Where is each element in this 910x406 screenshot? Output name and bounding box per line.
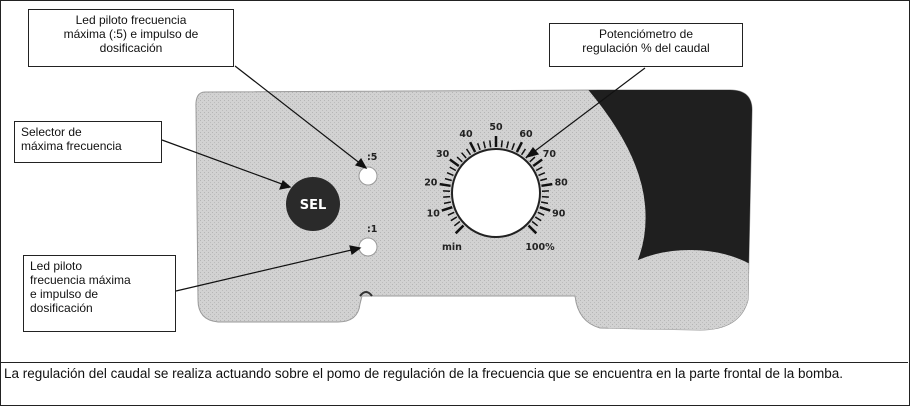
dial-tick [529,156,536,163]
dial-tick [531,220,539,227]
dial-tick [506,141,510,149]
arrowhead-led-1 [349,245,362,256]
leader-selector [161,139,291,188]
dial-tick [540,177,548,182]
dial-tick [461,152,467,159]
dial-tick [447,211,455,216]
callout-led-1: Led piloto frecuencia máxima e impulso d… [23,255,176,332]
dial-scale-label: 70 [543,149,557,160]
dial-tick [489,140,492,148]
dial-tick [482,141,486,149]
dial-scale-label: 90 [552,208,566,219]
callout-selector-line-1: Selector de [21,125,82,139]
dial-scale: 10 20 30 40 50 60 70 80 90 [424,122,569,235]
dial-scale-label: 20 [424,178,438,189]
dial-tick [539,206,551,212]
dial-tick [541,182,553,188]
dial-scale-label: 60 [519,129,533,140]
leader-potentiometer [526,67,646,158]
callout-led-1-line-2: frecuencia máxima [30,273,131,287]
callout-potentiometer-line-2: regulación % del caudal [582,41,710,55]
led-max-frequency [358,166,378,186]
callout-led-max-line-3: dosificación [99,41,163,55]
callout-led-max-line-2: máxima (:5) e impulso de [63,27,199,41]
callout-led-1-line-3: e impulso de [30,287,99,301]
dial-tick [453,220,461,227]
dial-tick [535,166,543,172]
dial-tick [511,143,516,151]
dial-tick [456,156,463,163]
callout-potentiometer-line-1: Potenciómetro de [598,27,694,41]
led-max-label: :5 [367,152,377,163]
dial-tick [541,195,549,198]
leader-led-max [234,65,367,169]
flow-potentiometer-knob[interactable] [451,148,541,238]
callout-potentiometer: Potenciómetro de regulación % del caudal [549,23,743,67]
callout-selector-line-2: máxima frecuencia [21,139,122,153]
callout-led-max-frequency: Led piloto frecuencia máxima (:5) e impu… [28,9,234,67]
sel-button-label: SEL [300,198,327,213]
panel-light-lobe [600,250,753,330]
dial-tick [465,148,472,156]
dial-tick [450,216,458,222]
arrow-symbol-icon [359,291,373,297]
dial-scale-label: 30 [436,149,450,160]
dial-tick [534,216,542,222]
dial-tick [449,158,460,167]
caption-divider [1,362,908,363]
dial-max-label: 100% [525,242,555,253]
dial-tick [454,224,465,235]
dial-tick [515,141,523,153]
figure-caption: La regulación del caudal se realiza actu… [4,366,844,381]
dial-scale-label: 40 [459,129,473,140]
sel-button[interactable] [286,177,340,231]
dial-tick [520,148,527,156]
dial-tick [449,166,457,172]
dial-min-label: min [442,242,462,253]
callout-led-max-line-1: Led piloto frecuencia [75,13,187,27]
dial-tick [469,141,477,153]
dial-scale-label: 10 [427,208,441,219]
dial-tick [443,201,452,205]
leader-led-1 [175,247,361,292]
dial-tick [439,182,451,188]
leader-lines [161,65,646,292]
dial-tick [540,201,549,205]
dial-tick [538,172,546,177]
callout-selector: Selector de máxima frecuencia [14,121,162,163]
dial-tick [446,172,454,177]
arrowhead-led-max [354,157,368,169]
dial-scale-label: 50 [489,122,503,133]
led-1-label: :1 [367,224,377,235]
dial-tick [443,195,451,198]
dial-tick [476,143,481,151]
arrowhead-potentiometer [525,146,540,159]
arrowhead-selector [279,179,292,190]
pump-panel-diagram: SEL :5 :1 10 20 30 40 50 60 70 80 90 min 100% [161,65,753,331]
led-frequency-1 [358,237,378,257]
dial-tick [441,206,453,212]
dial-tick [537,211,545,216]
dial-tick [444,177,452,182]
dial-tick [500,140,503,148]
callout-led-1-line-1: Led piloto [30,259,83,273]
dial-scale-label: 80 [555,178,569,189]
dial-tick [527,224,538,235]
callout-led-1-line-4: dosificación [30,301,93,315]
dial-tick [532,158,543,167]
